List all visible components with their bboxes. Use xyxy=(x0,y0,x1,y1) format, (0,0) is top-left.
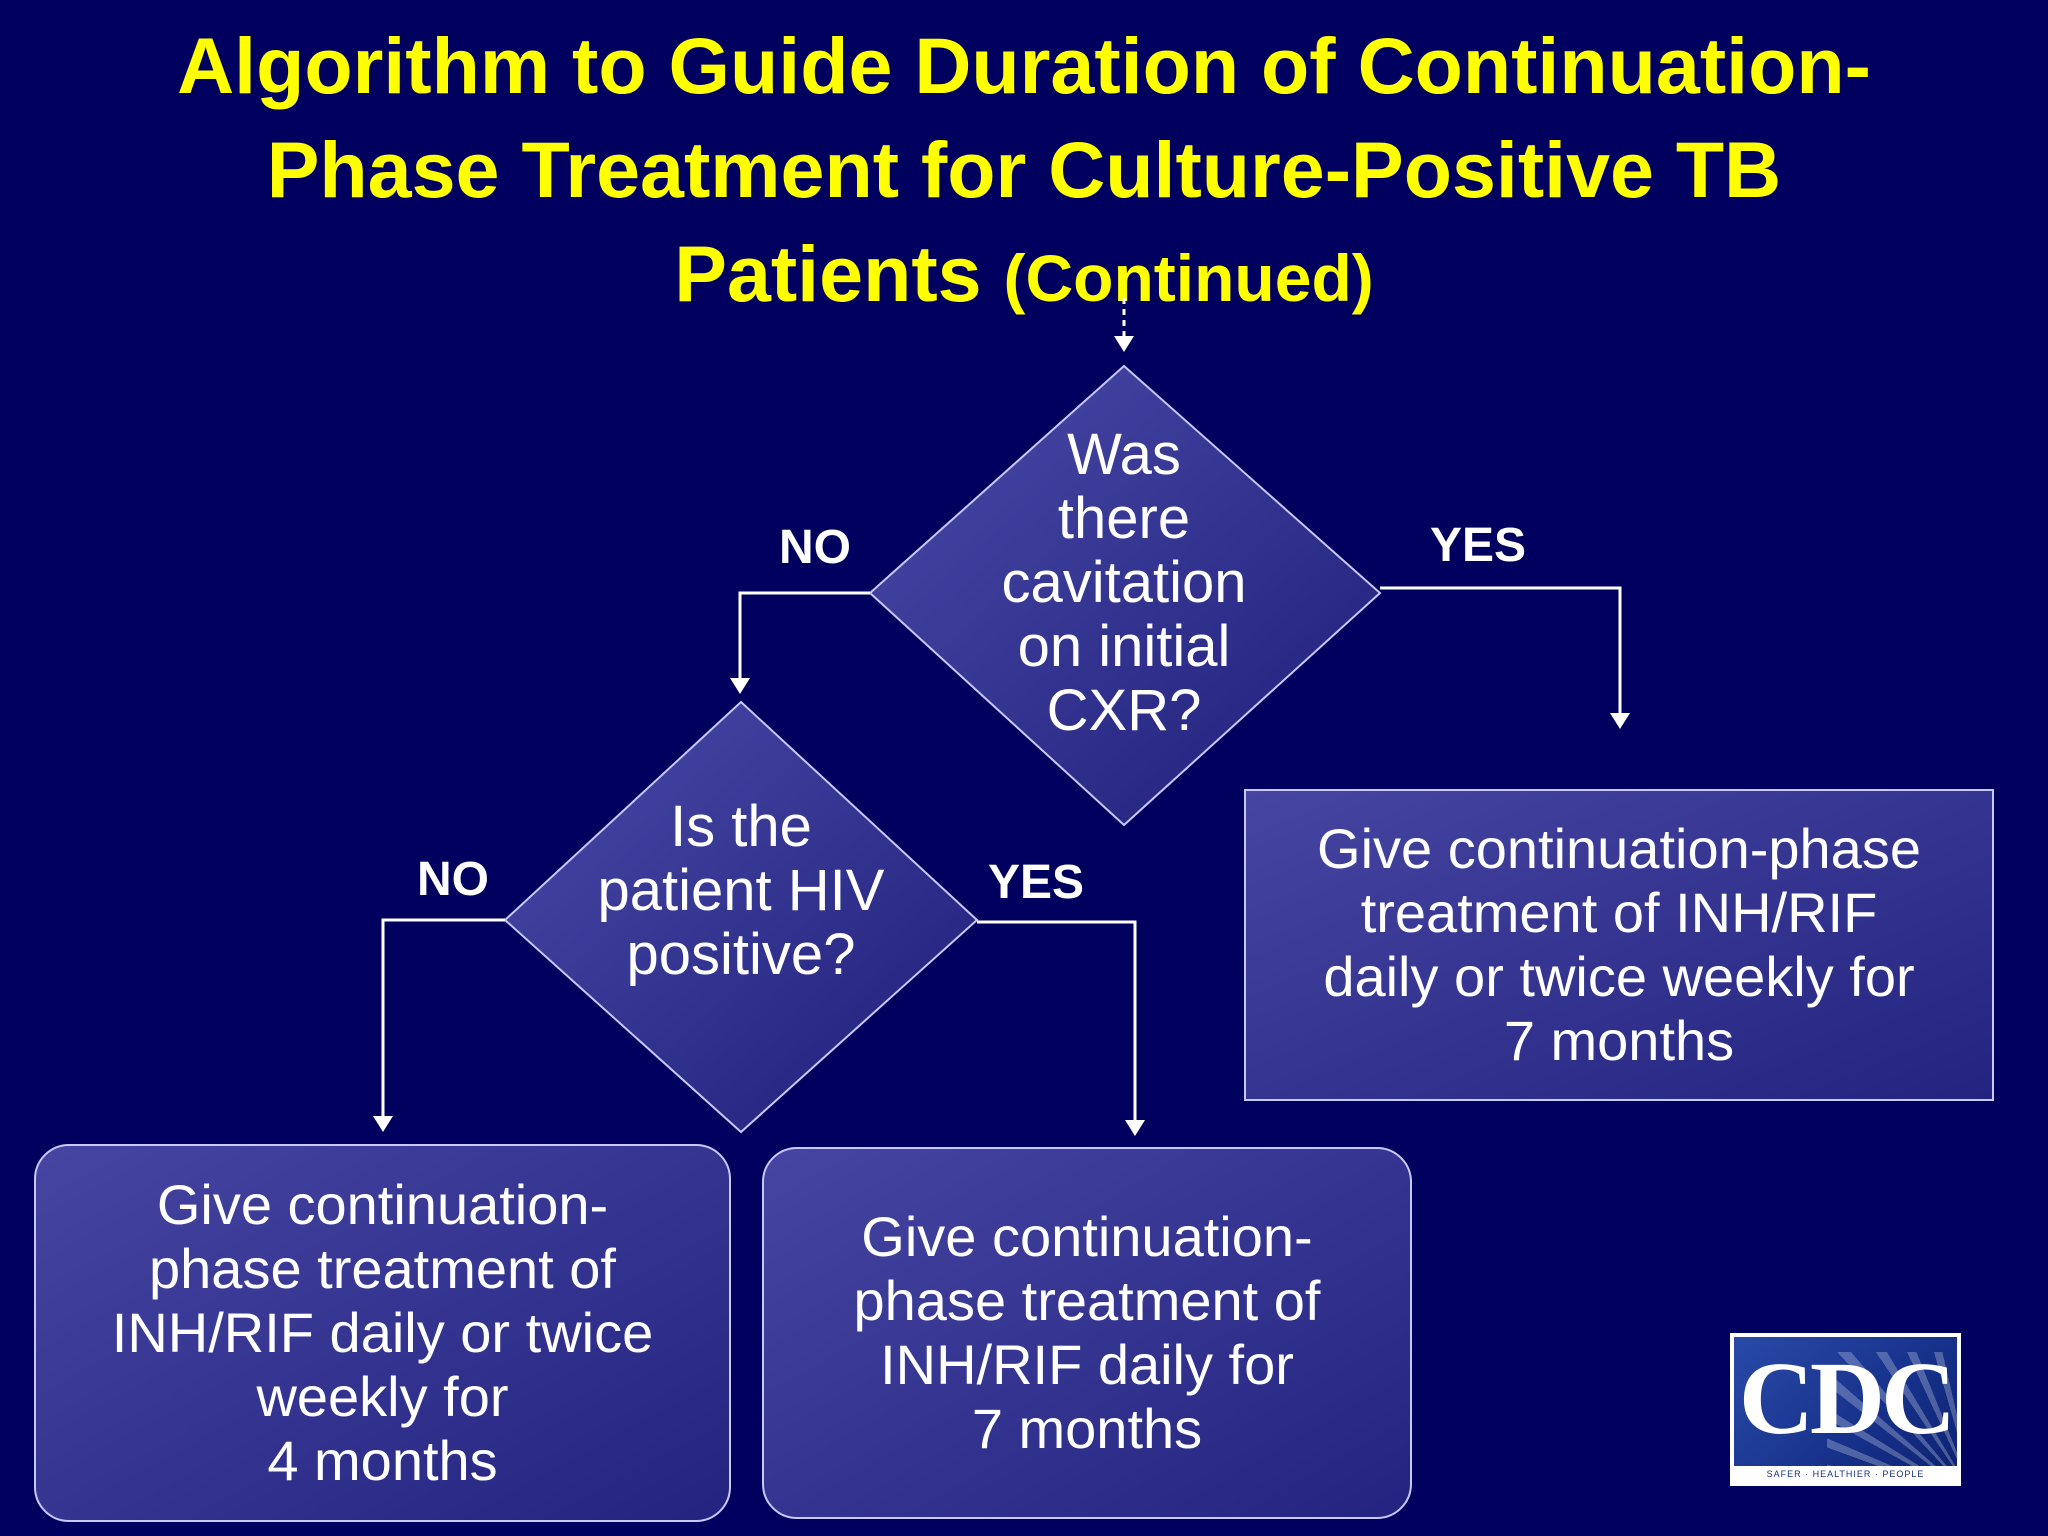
title-line-3-main: Patients xyxy=(674,229,982,318)
outcome-box-hiv-yes xyxy=(762,1147,1412,1519)
cavitation-no-label: NO xyxy=(779,521,851,574)
outcome-line: 7 months xyxy=(1503,1009,1735,1072)
cdc-logo-rays xyxy=(1827,1352,1957,1482)
outcome-line: weekly for xyxy=(256,1365,509,1428)
hiv-question-line: positive? xyxy=(626,922,856,987)
incoming-arrowhead xyxy=(1114,336,1134,352)
cdc-logo-letters: CDC xyxy=(1738,1341,1956,1456)
hiv-question-line: patient HIV xyxy=(597,858,885,923)
cavitation-no-arrowhead xyxy=(730,678,750,694)
cavitation-question-line: there xyxy=(1057,486,1191,551)
outcome-text-cavitation-yes: Give continuation-phase treatment of INH… xyxy=(1245,790,1993,1100)
outcome-line: Give continuation- xyxy=(156,1173,609,1236)
title-line-1: Algorithm to Guide Duration of Continuat… xyxy=(177,21,1871,110)
cdc-logo: CDC SAFER · HEALTHIER · PEOPLE xyxy=(1730,1333,1961,1486)
cavitation-decision-diamond xyxy=(868,364,1382,827)
outcome-line: daily or twice weekly for xyxy=(1323,945,1915,1008)
outcome-line: treatment of INH/RIF xyxy=(1360,881,1878,944)
outcome-line: INH/RIF daily for xyxy=(880,1333,1294,1396)
cavitation-yes-connector xyxy=(1380,586,1622,717)
hiv-no-connector xyxy=(381,918,505,1120)
hiv-no-label: NO xyxy=(417,853,489,906)
outcome-line: Give continuation-phase xyxy=(1317,817,1921,880)
cdc-logo-inner: CDC SAFER · HEALTHIER · PEOPLE xyxy=(1734,1337,1957,1482)
hiv-yes-arrowhead xyxy=(1125,1120,1145,1136)
outcome-text-hiv-yes: Give continuation- phase treatment of IN… xyxy=(763,1148,1411,1518)
outcome-line: INH/RIF daily or twice xyxy=(111,1301,654,1364)
cavitation-question: Was there cavitation on initial CXR? xyxy=(944,423,1304,743)
cavitation-question-line: CXR? xyxy=(1046,678,1202,743)
outcome-line: Give continuation- xyxy=(861,1205,1313,1268)
outcome-line: 4 months xyxy=(267,1429,498,1492)
cavitation-question-line: on initial xyxy=(1017,614,1231,679)
outcome-line: phase treatment of xyxy=(149,1237,616,1300)
outcome-line: phase treatment of xyxy=(853,1269,1321,1332)
cavitation-no-connector xyxy=(738,591,870,682)
outcome-text-hiv-no: Give continuation- phase treatment of IN… xyxy=(35,1145,730,1521)
slide-title: Algorithm to Guide Duration of Continuat… xyxy=(0,14,2048,330)
hiv-question-line: Is the xyxy=(670,794,812,859)
cavitation-yes-arrowhead xyxy=(1610,713,1630,729)
title-continued: (Continued) xyxy=(1003,241,1374,315)
hiv-yes-label: YES xyxy=(987,856,1085,909)
hiv-yes-connector xyxy=(977,920,1137,1124)
cavitation-yes-label: YES xyxy=(1429,519,1527,572)
outcome-box-hiv-no xyxy=(34,1144,731,1522)
hiv-decision-diamond xyxy=(503,700,979,1134)
title-line-3: Patients (Continued) xyxy=(0,222,2048,330)
cdc-logo-tagline: SAFER · HEALTHIER · PEOPLE xyxy=(1734,1466,1957,1482)
outcome-box-cavitation-yes xyxy=(1244,789,1994,1101)
cavitation-question-line: Was xyxy=(1067,422,1181,487)
hiv-question: Is the patient HIV positive? xyxy=(561,795,921,987)
title-line-2: Phase Treatment for Culture-Positive TB xyxy=(266,125,1782,214)
cavitation-question-line: cavitation xyxy=(1001,550,1247,615)
outcome-line: 7 months xyxy=(971,1397,1203,1460)
hiv-no-arrowhead xyxy=(373,1116,393,1132)
